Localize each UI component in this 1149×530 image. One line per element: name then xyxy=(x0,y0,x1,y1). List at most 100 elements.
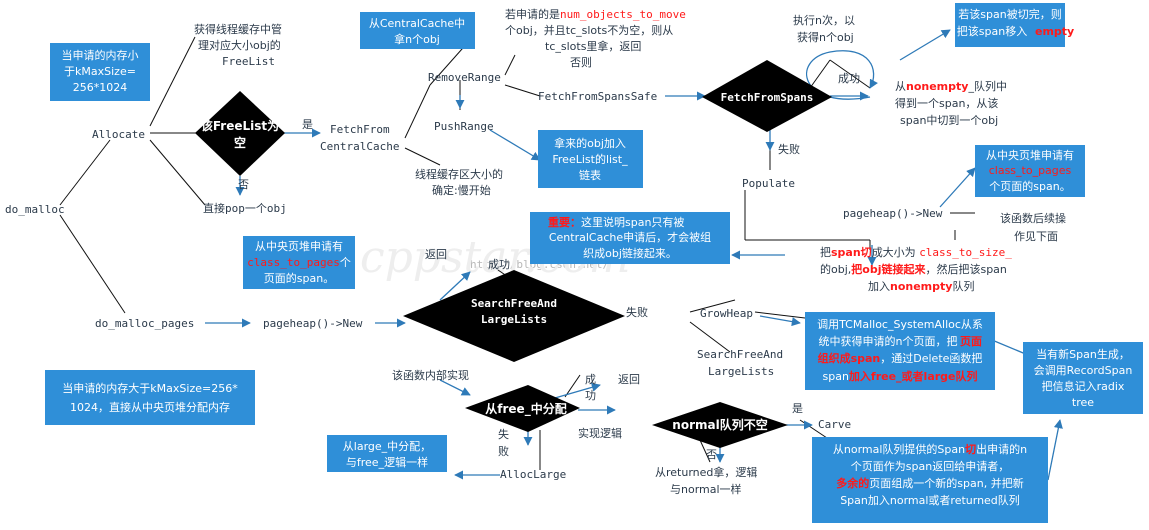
label-do-malloc: do_malloc xyxy=(5,203,65,216)
svg-text:从returned拿，逻辑: 从returned拿，逻辑 xyxy=(655,465,757,479)
svg-text:拿n个obj: 拿n个obj xyxy=(394,32,440,46)
svg-text:CentralCache: CentralCache xyxy=(320,140,399,153)
svg-text:span中切到一个obj: span中切到一个obj xyxy=(900,114,998,127)
svg-text:span加入free_或者large队列: span加入free_或者large队列 xyxy=(822,369,977,383)
diamond-normal-not-empty: normal队列不空 xyxy=(652,402,788,448)
svg-text:空: 空 xyxy=(234,135,246,150)
label-impl-logic: 实现逻辑 xyxy=(578,426,622,440)
svg-text:个页面的span。: 个页面的span。 xyxy=(989,179,1070,193)
svg-text:SearchFreeAnd: SearchFreeAnd xyxy=(697,348,783,361)
svg-text:当申请的内存大于kMaxSize=256*: 当申请的内存大于kMaxSize=256* xyxy=(62,381,238,395)
label-follow-desc: 该函数后续操 作见下面 xyxy=(1000,211,1066,243)
label-success-3: 成 功 xyxy=(585,373,596,402)
label-pageheap-new: pageheap()->New xyxy=(843,207,943,220)
box-important: 重要：这里说明span只有被 CentralCache申请后，才会被组 织成ob… xyxy=(530,212,730,264)
svg-text:作见下面: 作见下面 xyxy=(1014,230,1058,243)
box-normal-split: 从normal队列提供的Span切出申请的n 个页面作为span返回给申请者， … xyxy=(812,437,1048,523)
diamond-search-free-large: SearchFreeAnd LargeLists xyxy=(403,270,625,362)
svg-text:会调用RecordSpan: 会调用RecordSpan xyxy=(1034,364,1133,377)
svg-text:功: 功 xyxy=(585,389,596,402)
svg-text:FetchFrom: FetchFrom xyxy=(330,123,390,136)
box-from-central: 从CentralCache中 拿n个obj xyxy=(360,12,475,49)
svg-text:获得n个obj: 获得n个obj xyxy=(797,31,854,44)
label-success: 成功 xyxy=(838,72,860,85)
svg-text:于kMaxSize=: 于kMaxSize= xyxy=(64,65,136,78)
svg-text:败: 败 xyxy=(498,444,509,458)
label-get-thread-cache: 获得线程缓存中管 理对应大小obj的 FreeList xyxy=(194,22,282,68)
svg-text:调用TCMalloc_SystemAlloc从系: 调用TCMalloc_SystemAlloc从系 xyxy=(817,318,983,331)
svg-text:从nonempty_队列中: 从nonempty_队列中 xyxy=(895,79,1007,93)
box-large-size: 当申请的内存大于kMaxSize=256* 1024，直接从中央页堆分配内存 xyxy=(45,370,255,425)
label-do-malloc-pages: do_malloc_pages xyxy=(95,317,194,330)
svg-text:class_to_pages个: class_to_pages个 xyxy=(247,256,351,269)
svg-text:FreeList: FreeList xyxy=(222,55,275,68)
label-grow-heap: GrowHeap xyxy=(700,307,753,320)
label-search-again: SearchFreeAnd LargeLists xyxy=(697,348,783,378)
svg-text:把信息记入radix: 把信息记入radix xyxy=(1042,379,1125,393)
label-alloc-large: AllocLarge xyxy=(500,468,566,481)
label-split-span: 把span切成大小为 class_to_size_ 的obj,把obj链接起来，… xyxy=(820,245,1012,293)
label-fetch-from-central: FetchFrom CentralCache xyxy=(320,123,399,153)
svg-text:empty: empty xyxy=(1035,25,1074,38)
svg-text:个obj，并且tc_slots不为空，则从: 个obj，并且tc_slots不为空，则从 xyxy=(505,23,673,37)
box-small-size: 当申请的内存小 于kMaxSize= 256*1024 xyxy=(50,43,150,101)
svg-text:若申请的是num_objects_to_move: 若申请的是num_objects_to_move xyxy=(505,7,686,21)
svg-text:失: 失 xyxy=(498,428,509,441)
svg-text:该函数后续操: 该函数后续操 xyxy=(1000,211,1066,225)
label-remove-range: RemoveRange xyxy=(428,71,501,84)
svg-text:把该span移入: 把该span移入 xyxy=(957,24,1027,38)
svg-text:线程缓存区大小的: 线程缓存区大小的 xyxy=(415,167,503,181)
svg-text:tree: tree xyxy=(1072,396,1094,409)
svg-text:若该span被切完，则: 若该span被切完，则 xyxy=(958,7,1061,21)
label-no: 否 xyxy=(238,178,249,191)
diamond-fetch-spans: FetchFromSpans xyxy=(702,60,832,132)
svg-text:加入nonempty队列: 加入nonempty队列 xyxy=(868,279,974,293)
box-radix-tree: 当有新Span生成， 会调用RecordSpan 把信息记入radix tree xyxy=(1023,342,1143,414)
svg-text:该FreeList为: 该FreeList为 xyxy=(201,118,279,133)
svg-text:class_to_pages: class_to_pages xyxy=(989,164,1072,177)
svg-text:tc_slots里拿，返回: tc_slots里拿，返回 xyxy=(545,39,641,53)
svg-text:链表: 链表 xyxy=(579,168,601,182)
svg-text:执行n次，以: 执行n次，以 xyxy=(793,13,855,27)
svg-text:从CentralCache中: 从CentralCache中 xyxy=(369,17,465,30)
label-fail-3: 失 败 xyxy=(498,428,509,458)
svg-text:与normal一样: 与normal一样 xyxy=(670,482,742,496)
svg-text:LargeLists: LargeLists xyxy=(481,313,547,326)
label-populate: Populate xyxy=(742,177,795,190)
box-large-split: 从large_中分配， 与free_逻辑一样 xyxy=(327,435,447,472)
label-direct-pop: 直接pop一个obj xyxy=(203,201,287,215)
label-slow-start: 线程缓存区大小的 确定:慢开始 xyxy=(415,167,503,197)
svg-text:LargeLists: LargeLists xyxy=(708,365,774,378)
svg-text:的obj,把obj链接起来，然后把该span: 的obj,把obj链接起来，然后把该span xyxy=(820,262,1007,276)
box-add-freelist: 拿来的obj加入 FreeList的list_ 链表 xyxy=(538,130,643,188)
svg-text:得到一个span，从该: 得到一个span，从该 xyxy=(895,96,998,110)
svg-text:从中央页堆申请有: 从中央页堆申请有 xyxy=(986,148,1074,162)
diamond-freelist-empty: 该FreeList为 空 xyxy=(195,91,285,176)
svg-text:256*1024: 256*1024 xyxy=(73,81,128,94)
svg-text:组织成span，通过Delete函数把: 组织成span，通过Delete函数把 xyxy=(818,351,983,365)
svg-text:从normal队列提供的Span切出申请的n: 从normal队列提供的Span切出申请的n xyxy=(833,442,1027,456)
connector-lines xyxy=(59,36,975,470)
svg-text:成: 成 xyxy=(585,373,596,386)
svg-text:从large_中分配，: 从large_中分配， xyxy=(343,440,431,453)
label-from-returned: 从returned拿，逻辑 与normal一样 xyxy=(655,465,757,496)
label-fail-2: 失败 xyxy=(626,305,648,319)
label-exec-n: 执行n次，以 获得n个obj xyxy=(793,13,855,44)
svg-text:多余的页面组成一个新的span, 并把新: 多余的页面组成一个新的span, 并把新 xyxy=(836,476,1023,490)
svg-text:从free_中分配: 从free_中分配 xyxy=(485,401,566,417)
svg-text:当申请的内存小: 当申请的内存小 xyxy=(62,48,139,62)
svg-text:CentralCache申请后，才会被组: CentralCache申请后，才会被组 xyxy=(549,230,711,244)
svg-text:1024，直接从中央页堆分配内存: 1024，直接从中央页堆分配内存 xyxy=(70,400,230,414)
label-from-nonempty: 从nonempty_队列中 得到一个span，从该 span中切到一个obj xyxy=(895,79,1007,127)
svg-text:FetchFromSpans: FetchFromSpans xyxy=(721,91,814,104)
svg-text:确定:慢开始: 确定:慢开始 xyxy=(432,183,491,197)
label-return-1: 返回 xyxy=(425,248,447,261)
label-push-range: PushRange xyxy=(434,120,494,133)
label-return-2: 返回 xyxy=(618,373,640,386)
label-fetch-safe: FetchFromSpansSafe xyxy=(538,90,657,103)
svg-text:页面: 页面 xyxy=(960,335,982,348)
svg-text:拿来的obj加入: 拿来的obj加入 xyxy=(554,136,626,150)
label-success-2: 成功 xyxy=(488,258,510,271)
label-yes-2: 是 xyxy=(792,402,803,415)
svg-text:织成obj链接起来。: 织成obj链接起来。 xyxy=(583,246,677,260)
